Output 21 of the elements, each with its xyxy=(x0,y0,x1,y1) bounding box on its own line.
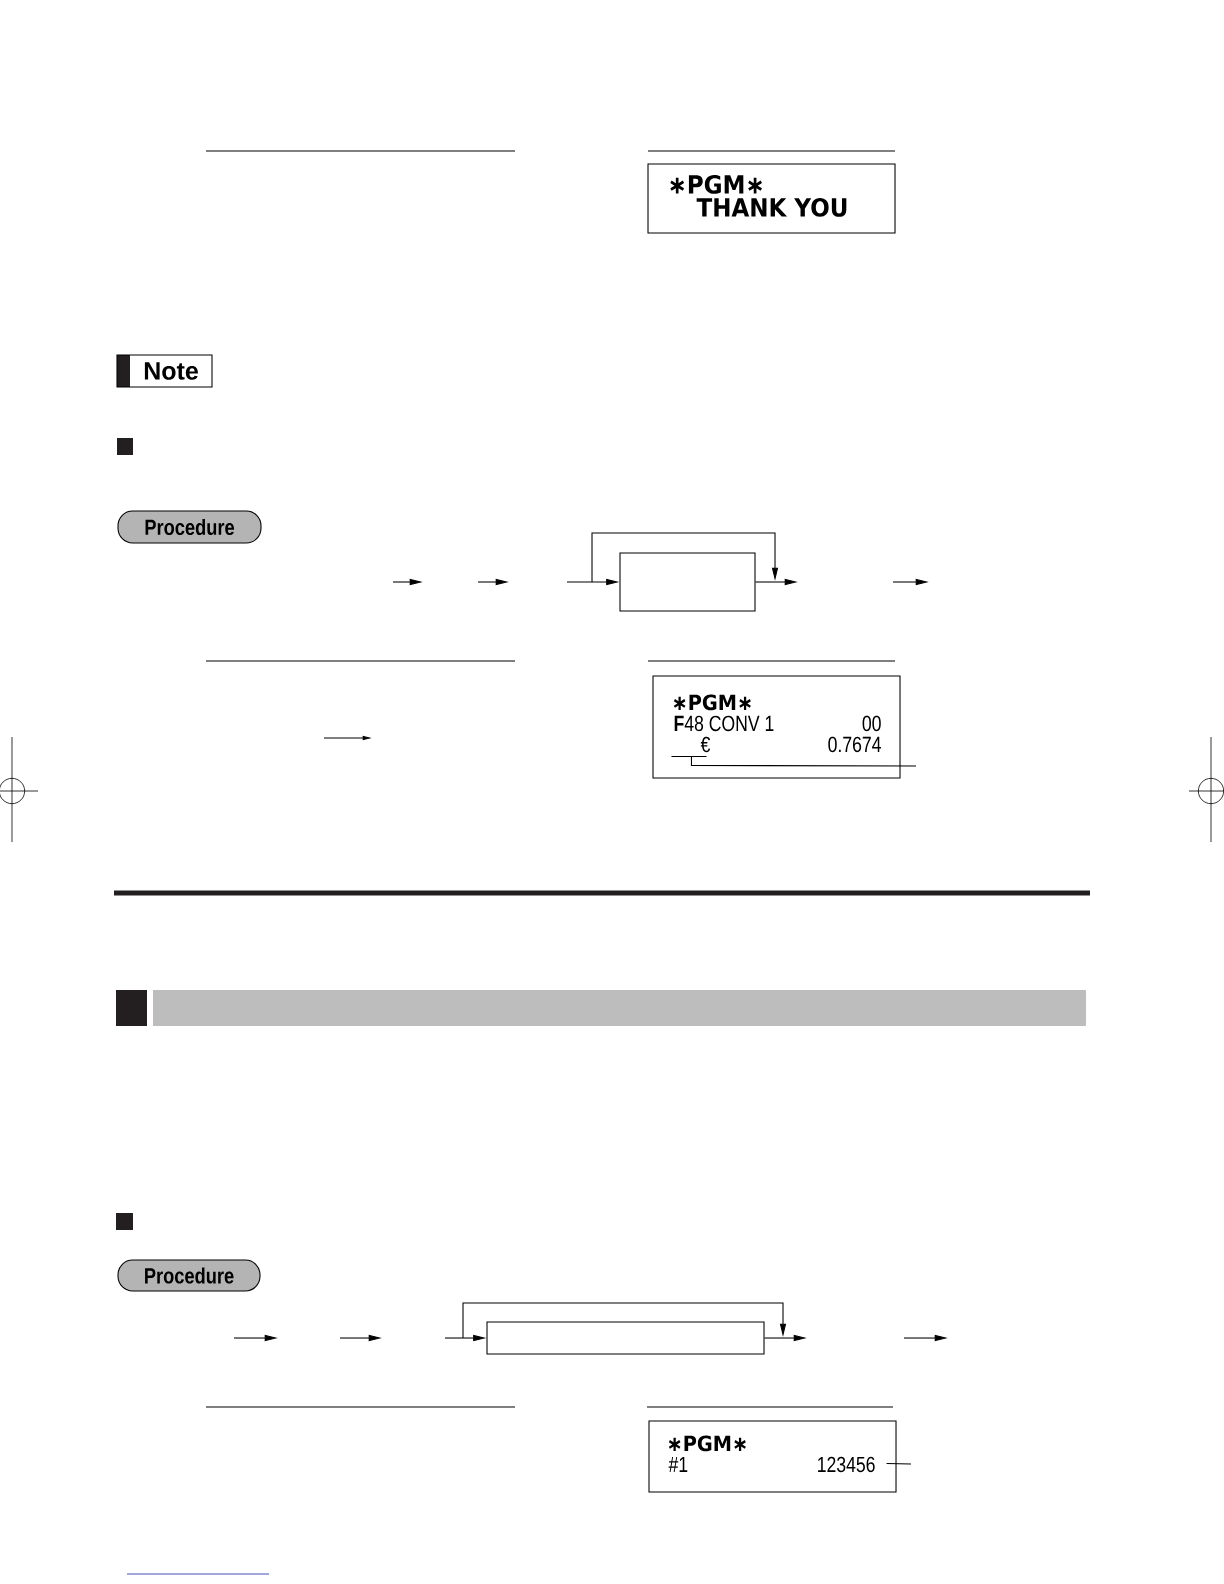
leader-line xyxy=(886,1462,912,1465)
receipt-text: 00 xyxy=(862,715,881,732)
flow-box xyxy=(486,1321,765,1355)
leader-line xyxy=(670,755,917,767)
receipt-text: 0.7674 xyxy=(828,736,881,753)
procedure-badge: Procedure xyxy=(117,1259,261,1292)
receipt-text: 123456 xyxy=(818,1456,875,1473)
receipt-text: ∗PGM∗ xyxy=(670,174,762,194)
receipt-text: F48 CONV 1 xyxy=(674,715,774,732)
receipt-box xyxy=(648,1420,897,1493)
heading-bar xyxy=(153,990,1086,1026)
receipt-box xyxy=(652,675,901,779)
receipt-text: THANK YOU xyxy=(696,197,847,217)
receipt-text: ∗PGM∗ xyxy=(668,1435,746,1452)
receipt-text: € xyxy=(700,736,711,753)
receipt-box xyxy=(647,163,896,234)
procedure-badge: Procedure xyxy=(117,510,262,544)
receipt-text: ∗PGM∗ xyxy=(673,694,751,711)
note-badge: Note xyxy=(116,354,213,388)
receipt-text: #1 xyxy=(668,1456,688,1472)
flow-box xyxy=(619,552,756,612)
